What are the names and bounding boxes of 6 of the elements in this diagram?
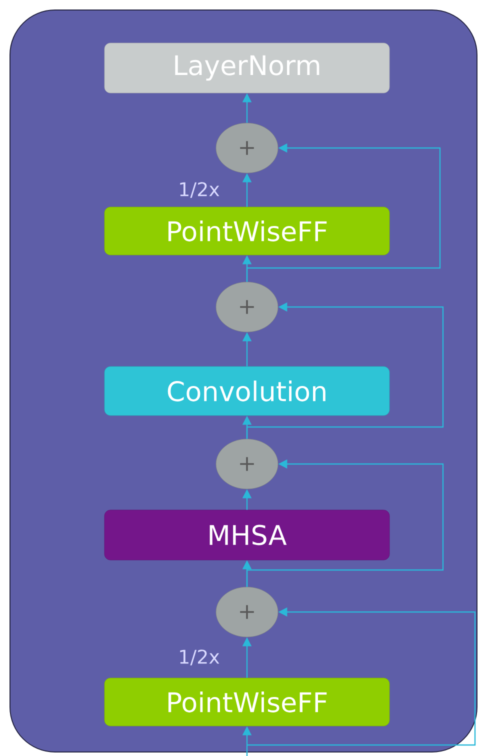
edge-label: 1/2x — [180, 182, 220, 198]
layer-box: PointWiseFF — [104, 678, 390, 726]
layer-box: MHSA — [104, 510, 390, 560]
layer-box: PointWiseFF — [104, 206, 390, 256]
layer-box: Convolution — [104, 366, 390, 416]
edge-label: 1/2x — [180, 650, 220, 666]
